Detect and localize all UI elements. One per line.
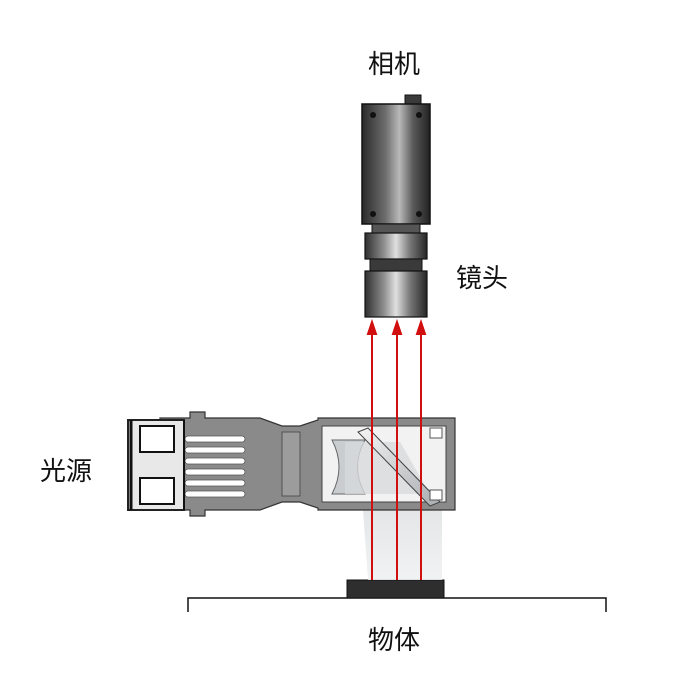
ray-arrow-right [415,318,427,335]
light-connector-top [139,425,175,453]
ray-arrow-left [366,318,378,335]
light-neck [281,431,301,497]
lens-ring-mid [369,258,423,272]
camera-label: 相机 [368,50,421,80]
lens [364,232,428,318]
camera-screw [416,112,422,118]
beam-splitter [357,427,441,507]
light-source [127,411,456,517]
reflected-rays [366,318,427,580]
camera-screw [370,211,376,217]
camera-body [361,103,431,225]
lens-ring-top [364,232,428,260]
object-base [187,579,607,612]
object-block [346,579,445,599]
object-baseline [187,597,607,612]
lens-barrel [364,270,428,318]
camera-screw [416,211,422,217]
object-label: 物体 [368,626,421,656]
camera-screw [370,112,376,118]
light-source-label: 光源 [40,457,93,487]
lens-label: 镜头 [456,264,509,294]
ray-arrow-center [391,318,403,335]
light-connector-bottom [139,477,175,505]
camera [361,94,431,235]
